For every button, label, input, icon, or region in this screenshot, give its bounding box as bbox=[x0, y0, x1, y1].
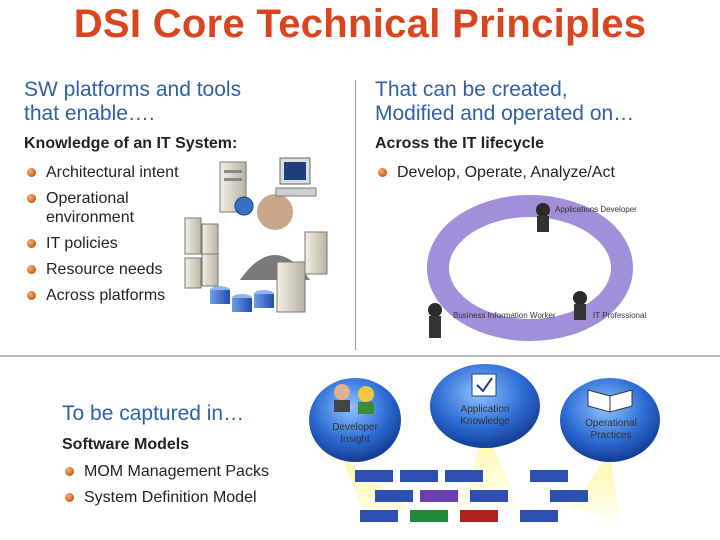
lifecycle-ring bbox=[427, 195, 633, 341]
section-divider bbox=[0, 355, 720, 357]
cycle-label-worker: Business Information Worker bbox=[453, 311, 556, 320]
left-heading-line2: that enable…. bbox=[24, 102, 155, 125]
page-title: DSI Core Technical Principles bbox=[73, 2, 647, 46]
book-icon bbox=[587, 389, 633, 413]
list-item: IT policies bbox=[24, 234, 194, 253]
list-item: Resource needs bbox=[24, 260, 194, 279]
cycle-label-itpro: IT Professional bbox=[593, 311, 646, 320]
list-item: Architectural intent bbox=[24, 163, 194, 182]
list-item: MOM Management Packs bbox=[62, 462, 322, 481]
bullet-icon bbox=[27, 194, 36, 203]
lifecycle-diagram: Applications Developer IT Professional B… bbox=[427, 195, 646, 341]
list-item: Across platforms bbox=[24, 286, 194, 305]
bullet-icon bbox=[27, 168, 36, 177]
worker-figure-icon bbox=[428, 303, 442, 338]
left-bullet-list: Architectural intent Operational environ… bbox=[24, 163, 194, 312]
list-item: Operational environment bbox=[24, 189, 194, 227]
right-subheading: Across the IT lifecycle bbox=[375, 135, 544, 152]
it-pro-figure-icon bbox=[573, 291, 587, 320]
bullet-icon bbox=[65, 493, 74, 502]
list-item: System Definition Model bbox=[62, 488, 322, 507]
bottom-bullet-list: MOM Management Packs System Definition M… bbox=[62, 462, 322, 514]
it-system-illustration bbox=[184, 157, 328, 313]
light-beam bbox=[570, 453, 620, 523]
software-models-illustration bbox=[309, 364, 660, 528]
column-divider bbox=[355, 80, 356, 350]
bullet-icon bbox=[27, 291, 36, 300]
application-knowledge-bubble bbox=[430, 364, 540, 448]
right-bullet-list: Develop, Operate, Analyze/Act bbox=[375, 163, 715, 189]
developer-insight-bubble bbox=[309, 378, 401, 462]
globe-icon bbox=[234, 196, 254, 216]
list-item: Develop, Operate, Analyze/Act bbox=[375, 163, 715, 182]
model-grid bbox=[355, 470, 588, 522]
monitor-icon bbox=[275, 157, 317, 197]
developers-icon bbox=[334, 384, 374, 414]
bullet-icon bbox=[27, 265, 36, 274]
server-icon bbox=[184, 217, 219, 289]
bullet-icon bbox=[378, 168, 387, 177]
left-heading-line1: SW platforms and tools bbox=[24, 78, 242, 101]
cycle-label-developer: Applications Developer bbox=[555, 205, 637, 214]
server-icon bbox=[276, 231, 328, 313]
database-icon bbox=[210, 286, 274, 312]
left-subheading: Knowledge of an IT System: bbox=[24, 135, 238, 152]
checklist-icon bbox=[471, 373, 497, 397]
operational-practices-bubble bbox=[560, 378, 660, 462]
bullet-icon bbox=[27, 239, 36, 248]
operational-practices-label: Operational Practices bbox=[585, 418, 637, 441]
application-knowledge-label: Application Knowledge bbox=[460, 404, 510, 427]
capture-heading: To be captured in… bbox=[62, 402, 245, 425]
capture-subheading: Software Models bbox=[62, 436, 190, 453]
right-heading-line2: Modified and operated on… bbox=[375, 102, 635, 125]
right-heading: That can be created, Modified and operat… bbox=[375, 78, 715, 126]
left-heading: SW platforms and tools that enable…. bbox=[24, 78, 324, 126]
light-beam bbox=[460, 428, 520, 508]
right-heading-line1: That can be created, bbox=[375, 78, 568, 101]
developer-insight-label: Developer Insight bbox=[332, 422, 378, 445]
bullet-icon bbox=[65, 467, 74, 476]
developer-figure-icon bbox=[536, 203, 550, 232]
